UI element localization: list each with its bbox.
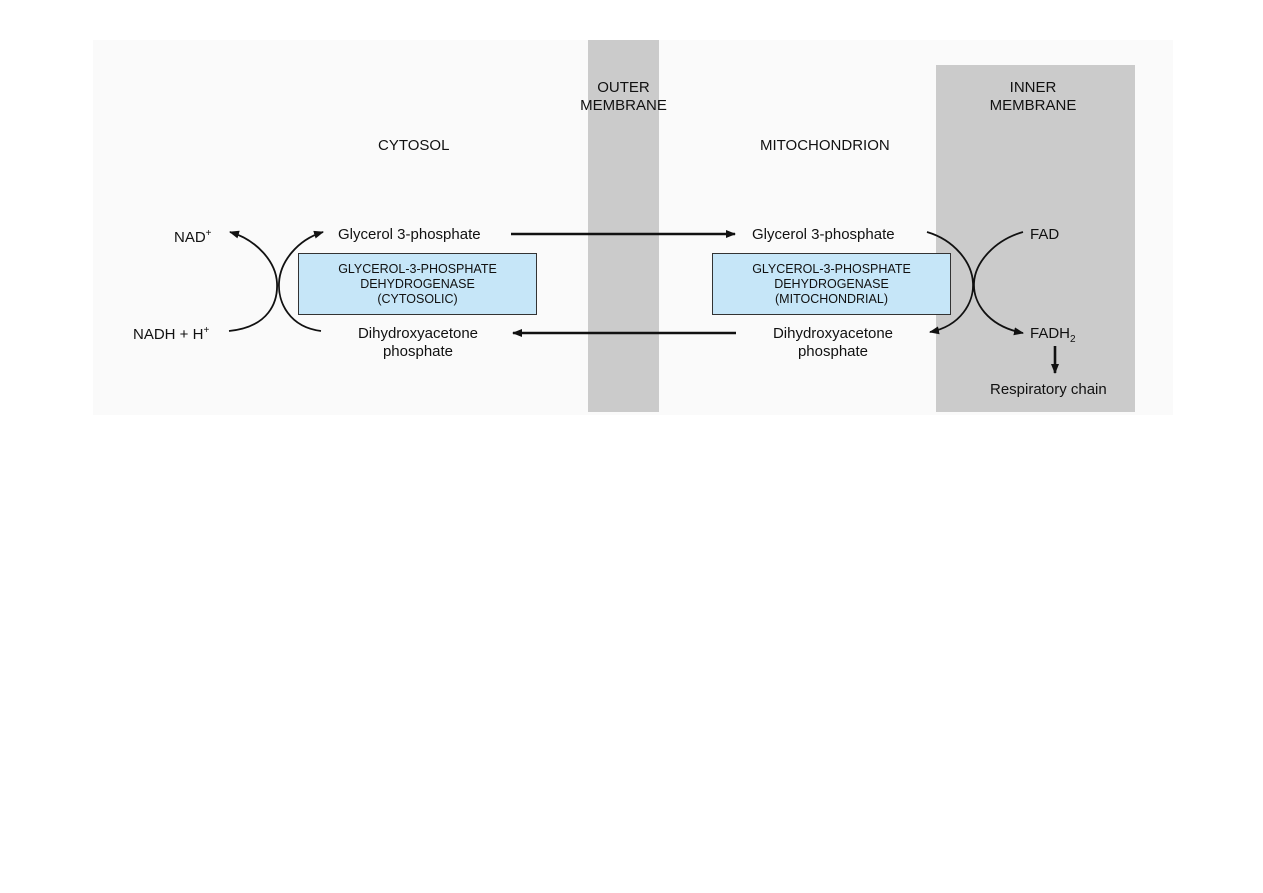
mito-glycerol-to-dhap-curve bbox=[926, 231, 974, 335]
mito-glycerol-3-phosphate: Glycerol 3-phosphate bbox=[752, 226, 895, 243]
mito-dihydroxyacetone-phosphate: Dihydroxyacetone phosphate bbox=[772, 325, 894, 360]
reaction-arrows bbox=[228, 230, 1059, 374]
outer-membrane-label: OUTER MEMBRANE bbox=[580, 79, 667, 114]
cytosolic-enzyme-box: GLYCEROL-3-PHOSPHATE DEHYDROGENASE (CYTO… bbox=[298, 253, 537, 315]
mito-fad-label: FAD bbox=[1030, 226, 1060, 243]
cytosol-dhap-to-glycerol-curve bbox=[278, 230, 324, 332]
inner-membrane-band bbox=[936, 65, 1135, 412]
mito-fadh2-label: FADH2 bbox=[1030, 325, 1076, 345]
cytosol-label: CYTOSOL bbox=[378, 137, 450, 154]
mitochondrial-enzyme-box: GLYCEROL-3-PHOSPHATE DEHYDROGENASE (MITO… bbox=[712, 253, 951, 315]
cytosol-dihydroxyacetone-phosphate: Dihydroxyacetone phosphate bbox=[357, 325, 479, 360]
inner-membrane-label: INNER MEMBRANE bbox=[989, 79, 1077, 114]
cytosol-nad-label: NAD+ bbox=[174, 228, 212, 246]
respiratory-chain-label: Respiratory chain bbox=[990, 381, 1107, 398]
cytosol-glycerol-3-phosphate: Glycerol 3-phosphate bbox=[338, 226, 481, 243]
mitochondrion-label: MITOCHONDRION bbox=[760, 137, 890, 154]
cytosol-nadh-to-nad-curve bbox=[228, 230, 278, 332]
shuttle-diagram: OUTER MEMBRANE INNER MEMBRANE CYTOSOL MI… bbox=[93, 40, 1173, 415]
outer-membrane-band bbox=[588, 40, 659, 412]
mito-fad-to-fadh2-curve bbox=[973, 231, 1024, 336]
cytosol-nadh-label: NADH + H+ bbox=[133, 325, 210, 343]
